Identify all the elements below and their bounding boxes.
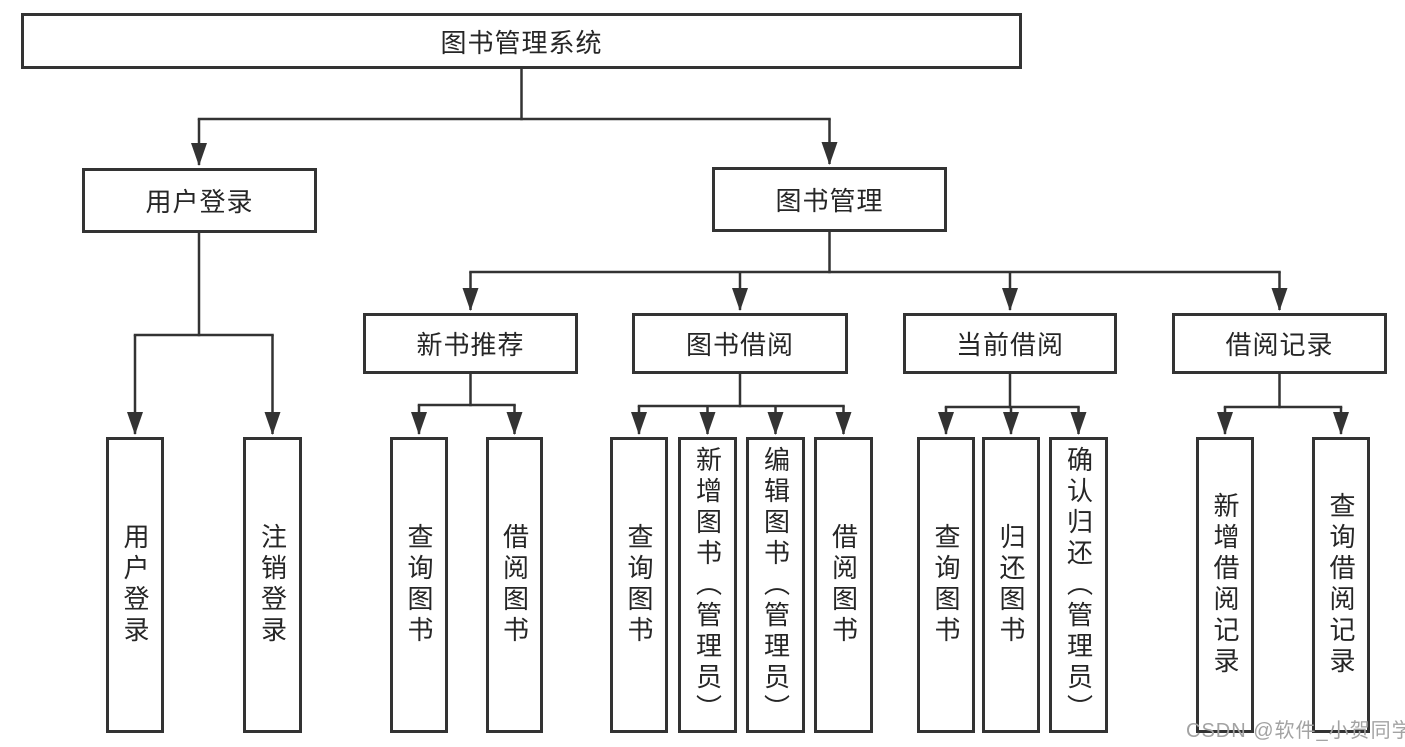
leaf-borrow-borrow-book-label: 借阅图书	[828, 523, 859, 647]
leaf-recommend-borrow-book-label: 借阅图书	[499, 523, 530, 647]
node-book-borrow: 图书借阅	[632, 313, 848, 374]
leaf-current-query-book: 查询图书	[917, 437, 975, 733]
leaf-borrow-edit-book-admin-label: 编辑图书（管理员）	[760, 445, 791, 725]
leaf-records-query-record: 查询借阅记录	[1312, 437, 1370, 733]
node-root-library-system: 图书管理系统	[21, 13, 1022, 69]
leaf-borrow-edit-book-admin: 编辑图书（管理员）	[746, 437, 805, 733]
node-user-login: 用户登录	[82, 168, 317, 233]
leaf-logout: 注销登录	[243, 437, 302, 733]
leaf-current-confirm-return-admin: 确认归还（管理员）	[1049, 437, 1108, 733]
leaf-current-return-book: 归还图书	[982, 437, 1040, 733]
leaf-records-query-record-label: 查询借阅记录	[1326, 492, 1356, 678]
leaf-borrow-add-book-admin-label: 新增图书（管理员）	[692, 445, 723, 725]
leaf-borrow-query-book-label: 查询图书	[624, 523, 654, 647]
leaf-borrow-query-book: 查询图书	[610, 437, 668, 733]
leaf-current-query-book-label: 查询图书	[931, 523, 961, 647]
leaf-borrow-borrow-book: 借阅图书	[814, 437, 873, 733]
leaf-borrow-add-book-admin: 新增图书（管理员）	[678, 437, 737, 733]
leaf-current-confirm-return-admin-label: 确认归还（管理员）	[1063, 445, 1094, 725]
leaf-user-login: 用户登录	[106, 437, 164, 733]
node-current-borrow: 当前借阅	[903, 313, 1117, 374]
node-book-management: 图书管理	[712, 167, 947, 232]
leaf-logout-label: 注销登录	[257, 523, 288, 647]
leaf-user-login-label: 用户登录	[120, 523, 150, 647]
node-borrow-records: 借阅记录	[1172, 313, 1387, 374]
leaf-records-add-record: 新增借阅记录	[1196, 437, 1254, 733]
leaf-recommend-query-book: 查询图书	[390, 437, 448, 733]
leaf-recommend-borrow-book: 借阅图书	[486, 437, 543, 733]
leaf-recommend-query-book-label: 查询图书	[404, 523, 434, 647]
leaf-current-return-book-label: 归还图书	[996, 523, 1026, 647]
leaf-records-add-record-label: 新增借阅记录	[1210, 492, 1240, 678]
node-new-book-recommend: 新书推荐	[363, 313, 578, 374]
